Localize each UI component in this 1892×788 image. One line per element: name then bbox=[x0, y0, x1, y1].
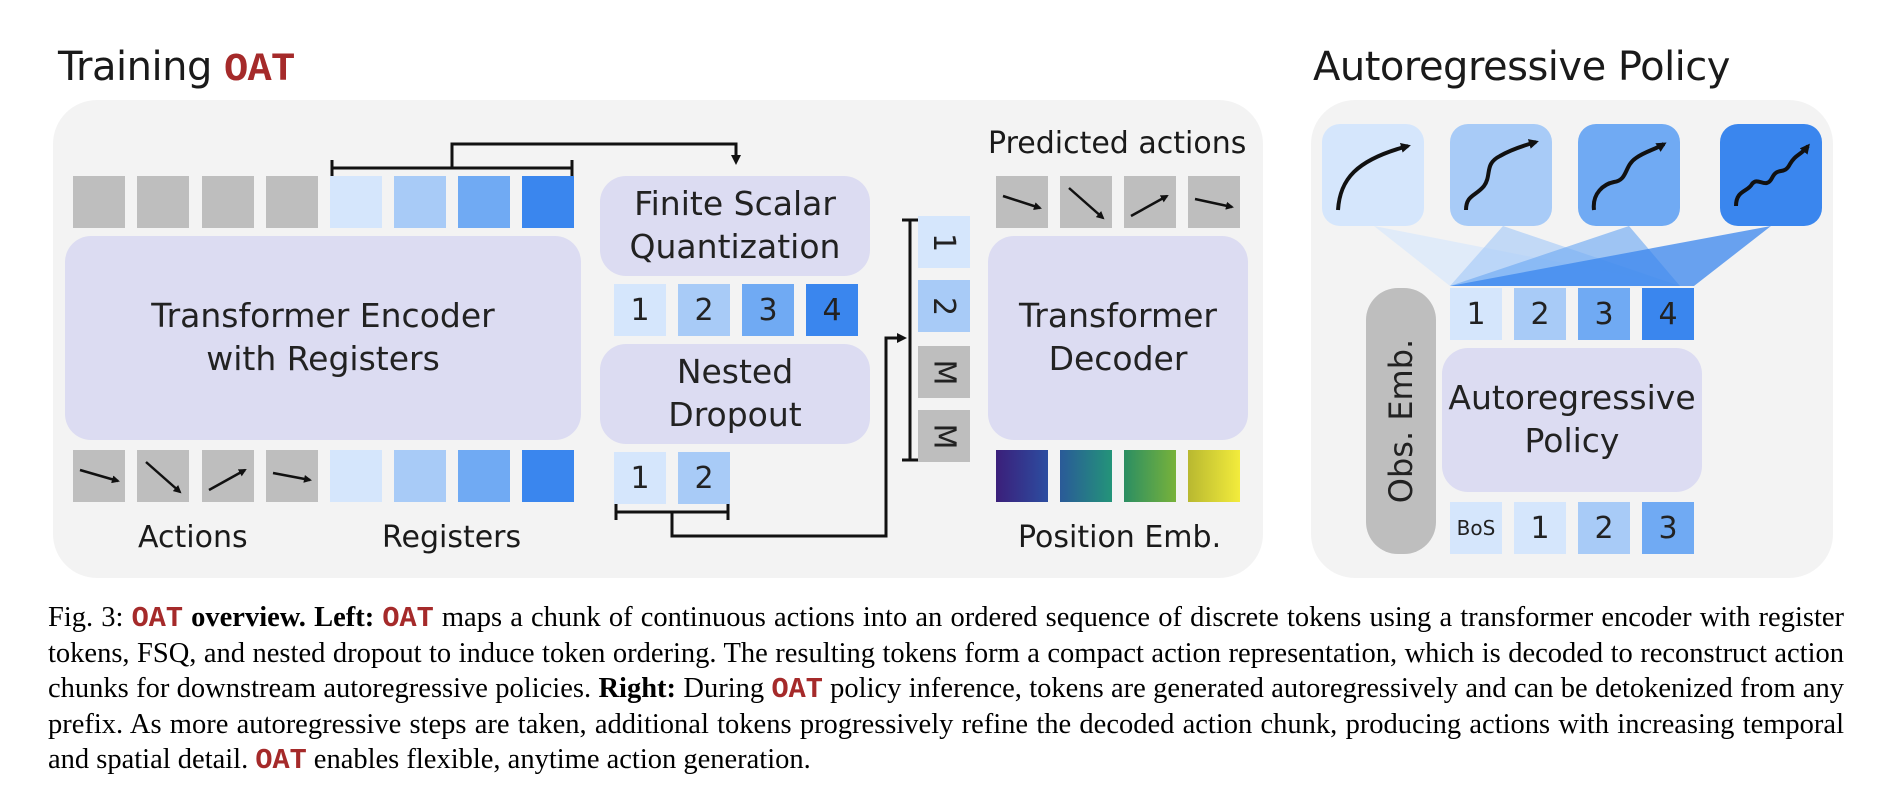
caption-oat-2: OAT bbox=[382, 602, 434, 635]
caption-text1: maps a chunk of continuous actions into … bbox=[48, 602, 1845, 704]
action-input-2 bbox=[137, 450, 189, 502]
encoder-input-gray-4 bbox=[266, 176, 318, 228]
register-input-4 bbox=[522, 450, 574, 502]
action-input-3 bbox=[202, 450, 254, 502]
trajectory-2 bbox=[1450, 124, 1552, 226]
encoder-input-gray-2 bbox=[137, 176, 189, 228]
register-input-1 bbox=[330, 450, 382, 502]
predicted-actions-label: Predicted actions bbox=[988, 126, 1247, 161]
register-input-3 bbox=[458, 450, 510, 502]
dropout-token-2: 2 bbox=[678, 452, 730, 504]
fsq-module: Finite Scalar Quantization bbox=[600, 176, 870, 276]
trajectory-4 bbox=[1720, 124, 1822, 226]
register-input-2 bbox=[394, 450, 446, 502]
obs-emb-block: Obs. Emb. bbox=[1366, 288, 1436, 554]
register-output-2 bbox=[394, 176, 446, 228]
policy-output-token-1: 1 bbox=[1450, 288, 1502, 340]
policy-output-token-3: 3 bbox=[1578, 288, 1630, 340]
position-emb-3 bbox=[1124, 450, 1176, 502]
dropout-label-line1: Nested bbox=[676, 352, 794, 392]
obs-emb-label: Obs. Emb. bbox=[1382, 338, 1421, 504]
policy-label-line2: Policy bbox=[1524, 421, 1620, 460]
action-input-4 bbox=[266, 450, 318, 502]
policy-title: Autoregressive Policy bbox=[1313, 44, 1730, 90]
policy-input-bos: BoS bbox=[1450, 502, 1502, 554]
position-emb-1 bbox=[996, 450, 1048, 502]
position-emb-4 bbox=[1188, 450, 1240, 502]
fsq-token-1: 1 bbox=[614, 284, 666, 336]
caption-oat-1: OAT bbox=[131, 602, 183, 635]
fsq-token-3: 3 bbox=[742, 284, 794, 336]
policy-input-token-3: 3 bbox=[1642, 502, 1694, 554]
caption-text2: policy inference, tokens are generated a… bbox=[48, 673, 1845, 775]
predicted-action-2 bbox=[1060, 176, 1112, 228]
register-output-1 bbox=[330, 176, 382, 228]
actions-label: Actions bbox=[138, 520, 248, 555]
training-title-oat: OAT bbox=[224, 48, 295, 93]
sequence-mask-2: M bbox=[918, 410, 970, 462]
register-output-4 bbox=[522, 176, 574, 228]
fsq-token-2: 2 bbox=[678, 284, 730, 336]
decoder-label-line2: Decoder bbox=[1048, 339, 1188, 378]
policy-label-line1: Autoregressive bbox=[1448, 378, 1696, 418]
trajectory-3 bbox=[1578, 124, 1680, 226]
training-title: Training OAT bbox=[58, 44, 295, 93]
policy-output-token-4: 4 bbox=[1642, 288, 1694, 340]
encoder-label-line1: Transformer Encoder bbox=[151, 296, 495, 336]
caption-oat-4: OAT bbox=[255, 744, 307, 777]
dropout-label-line2: Dropout bbox=[668, 395, 802, 434]
position-emb-label: Position Emb. bbox=[1018, 520, 1222, 555]
action-input-1 bbox=[73, 450, 125, 502]
predicted-action-4 bbox=[1188, 176, 1240, 228]
caption-fig: Fig. 3: bbox=[48, 602, 124, 633]
dropout-token-1: 1 bbox=[614, 452, 666, 504]
autoregressive-policy-module: Autoregressive Policy bbox=[1442, 348, 1702, 492]
register-output-3 bbox=[458, 176, 510, 228]
caption-during: During bbox=[683, 673, 765, 704]
training-title-text: Training bbox=[58, 44, 212, 90]
caption-left: Left: bbox=[314, 602, 375, 633]
fsq-label-line2: Quantization bbox=[629, 227, 841, 266]
sequence-token-2: 2 bbox=[918, 280, 970, 332]
decoder-label-line1: Transformer bbox=[1018, 296, 1218, 336]
policy-input-token-2: 2 bbox=[1578, 502, 1630, 554]
caption-text3: enables flexible, anytime action generat… bbox=[313, 744, 811, 775]
nested-dropout-module: Nested Dropout bbox=[600, 344, 870, 444]
registers-label: Registers bbox=[382, 520, 522, 555]
policy-output-token-2: 2 bbox=[1514, 288, 1566, 340]
transformer-encoder: Transformer Encoder with Registers bbox=[65, 236, 581, 440]
encoder-input-gray-3 bbox=[202, 176, 254, 228]
transformer-decoder: Transformer Decoder bbox=[988, 236, 1248, 440]
trajectory-1 bbox=[1322, 124, 1424, 226]
caption-right: Right: bbox=[598, 673, 677, 704]
sequence-token-1: 1 bbox=[918, 216, 970, 268]
predicted-action-1 bbox=[996, 176, 1048, 228]
sequence-mask-1: M bbox=[918, 346, 970, 398]
fsq-label-line1: Finite Scalar bbox=[634, 184, 836, 224]
caption-overview: overview. bbox=[191, 602, 306, 633]
fsq-token-4: 4 bbox=[806, 284, 858, 336]
figure-caption: Fig. 3: OAT overview. Left: OAT maps a c… bbox=[48, 600, 1844, 778]
position-emb-2 bbox=[1060, 450, 1112, 502]
encoder-input-gray-1 bbox=[73, 176, 125, 228]
encoder-label-line2: with Registers bbox=[206, 339, 440, 378]
predicted-action-3 bbox=[1124, 176, 1176, 228]
caption-oat-3: OAT bbox=[771, 673, 823, 706]
policy-input-token-1: 1 bbox=[1514, 502, 1566, 554]
